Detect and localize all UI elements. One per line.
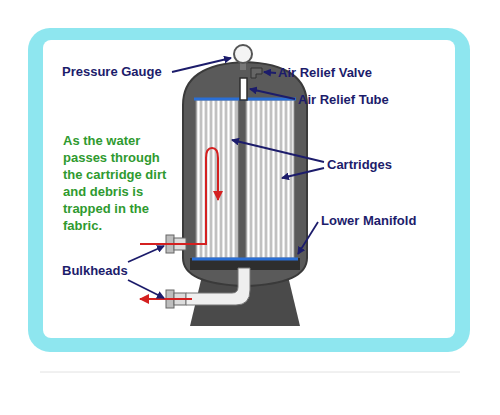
tank [183, 62, 307, 286]
note-text: As the water passes through the cartridg… [63, 132, 179, 234]
part-label: Lower Manifold [321, 213, 416, 229]
flow-out [140, 298, 192, 300]
frame [28, 28, 470, 352]
part-label: Cartridges [327, 157, 392, 173]
air-relief-valve [251, 68, 262, 78]
part-label: Bulkheads [62, 263, 128, 279]
part-label: Pressure Gauge [62, 64, 162, 80]
outlet-pipe [186, 268, 250, 305]
pressure-gauge [234, 45, 252, 63]
cartridge [246, 100, 294, 258]
air-relief-tube [240, 78, 247, 100]
part-label: Air Relief Valve [278, 65, 372, 81]
part-label: Air Relief Tube [298, 92, 389, 108]
frame-inner [43, 40, 455, 338]
